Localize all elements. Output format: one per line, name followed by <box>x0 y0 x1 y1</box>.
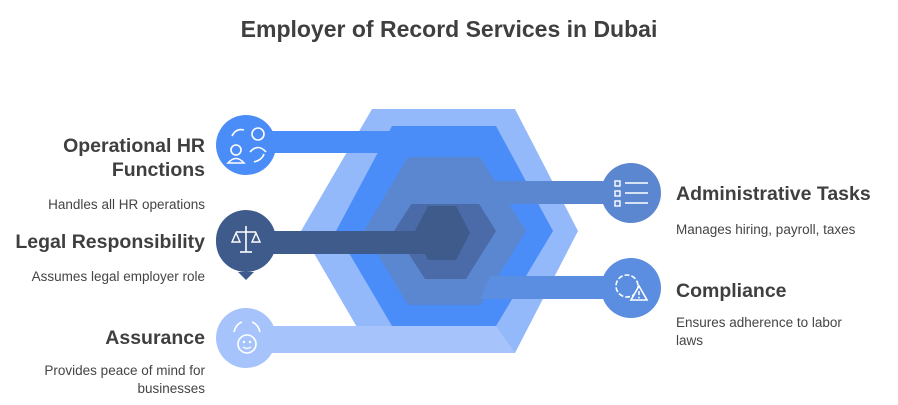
label-administrative-tasks: Administrative Tasks <box>676 183 871 205</box>
desc-operational-hr: Handles all HR operations <box>48 197 205 212</box>
desc-legal-responsibility: Assumes legal employer role <box>31 269 205 284</box>
bar-administrative <box>380 181 631 231</box>
label-operational-hr: Operational HR Functions <box>63 135 205 181</box>
gear-warning-icon <box>601 258 661 318</box>
label-compliance: Compliance <box>676 280 787 302</box>
desc-assurance: Provides peace of mind for businesses <box>44 363 205 396</box>
bar-operational-hr <box>246 131 553 231</box>
scales-icon <box>216 210 277 280</box>
bar-assurance <box>246 326 515 353</box>
diagram-title: Employer of Record Services in Dubai <box>240 16 658 42</box>
desc-administrative-tasks: Manages hiring, payroll, taxes <box>676 222 856 237</box>
label-legal-responsibility: Legal Responsibility <box>15 231 205 253</box>
desc-compliance: Ensures adherence to labor laws <box>676 315 842 348</box>
peace-of-mind-icon <box>216 308 276 368</box>
bar-legal <box>246 231 460 254</box>
label-assurance: Assurance <box>105 327 205 349</box>
checklist-icon <box>601 163 661 223</box>
bar-compliance <box>480 276 631 299</box>
hr-operations-icon <box>216 115 276 175</box>
